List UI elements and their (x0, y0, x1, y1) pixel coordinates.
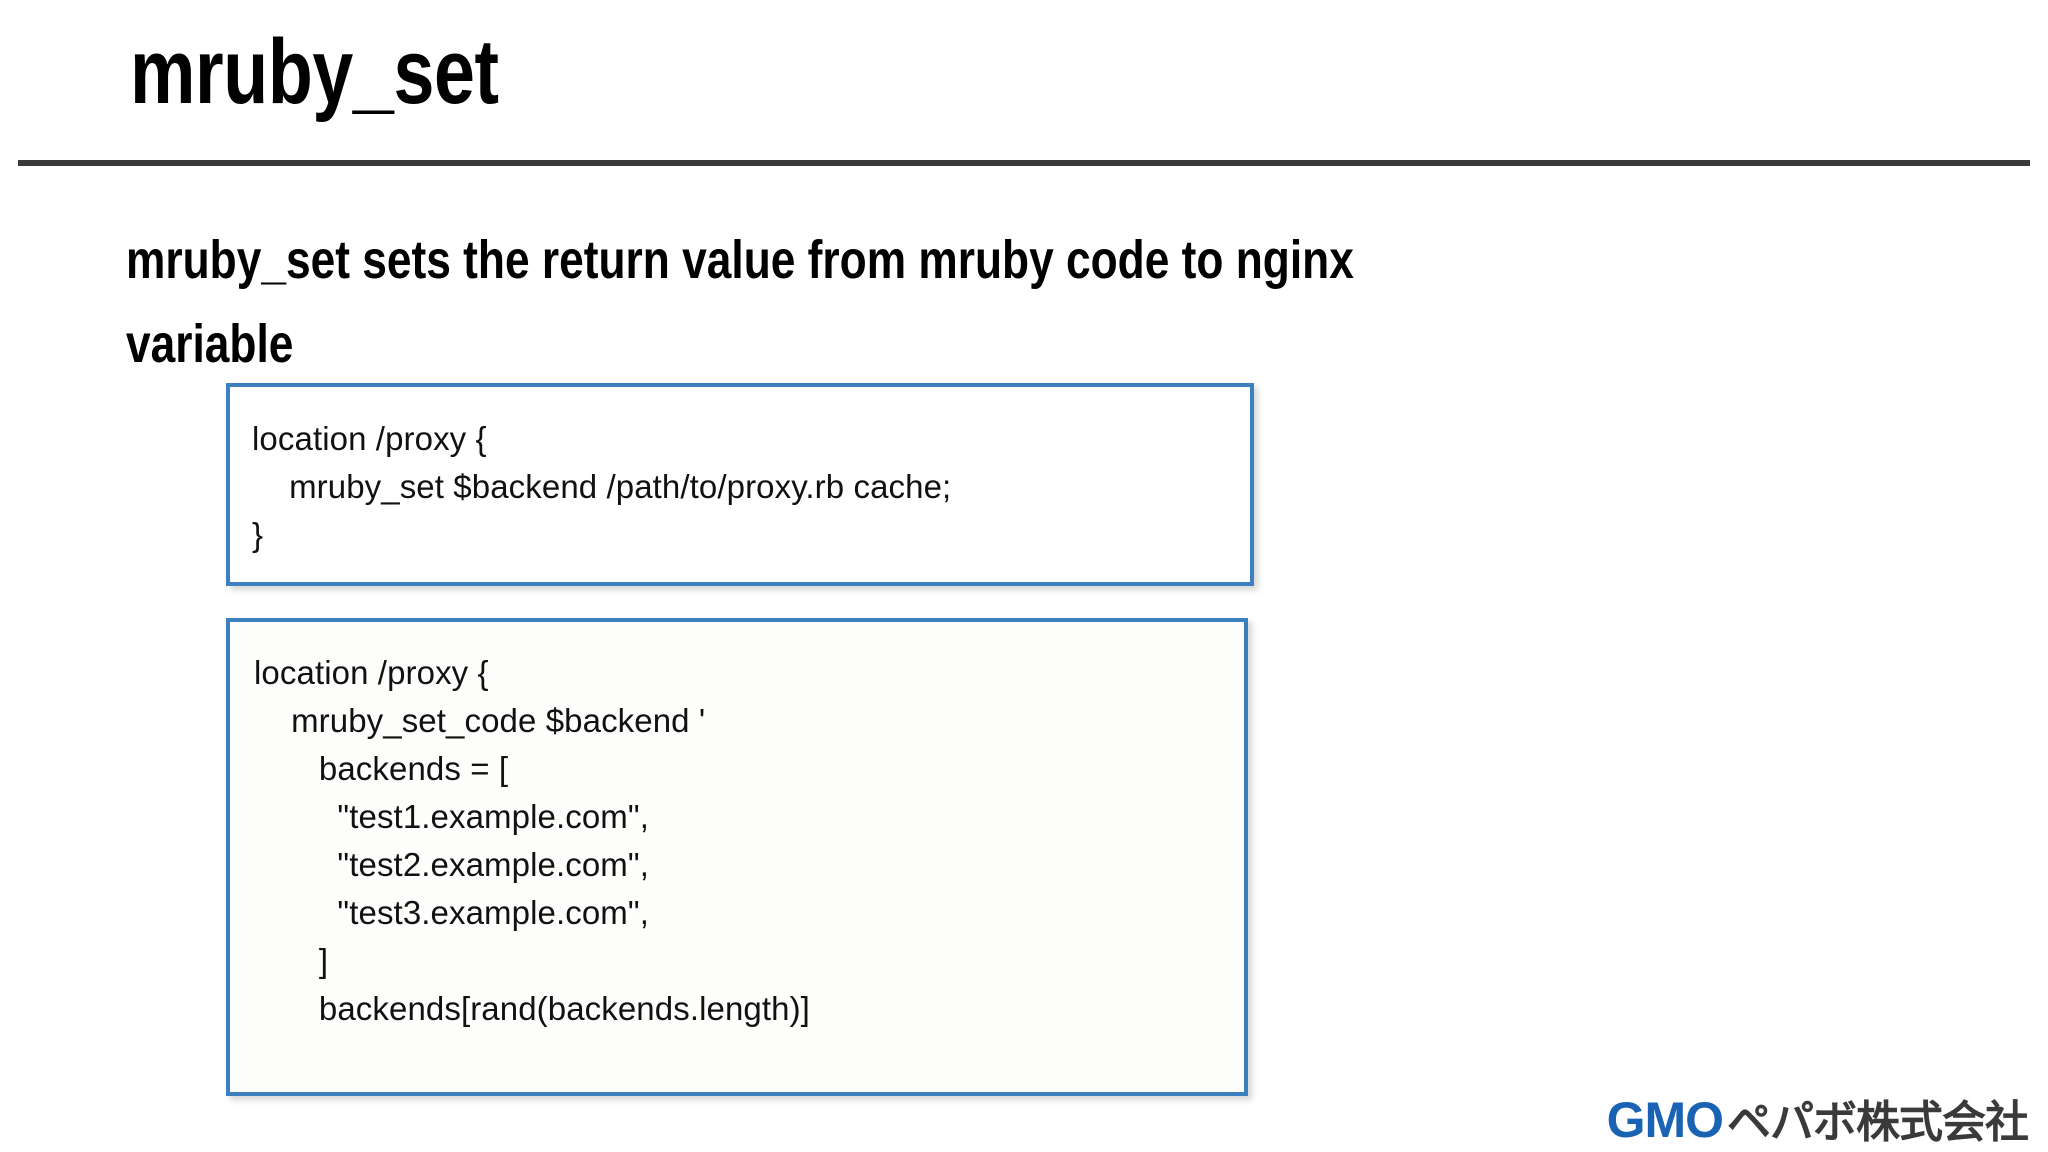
logo-pepabo-text: ペパボ株式会社 (1727, 1097, 2029, 1148)
subtitle: mruby_set sets the return value from mru… (126, 218, 1826, 386)
subtitle-line-2: variable (126, 314, 294, 374)
code-text: location /proxy { mruby_set_code $backen… (254, 654, 810, 1027)
code-block-mruby-set: location /proxy { mruby_set $backend /pa… (226, 383, 1254, 586)
subtitle-line-1: mruby_set sets the return value from mru… (126, 230, 1354, 290)
code-block-mruby-set-code: location /proxy { mruby_set_code $backen… (226, 618, 1248, 1096)
page-title: mruby_set (130, 21, 499, 123)
company-logo: GMO ペパボ株式会社 (1606, 1092, 2029, 1150)
logo-gmo-text: GMO (1606, 1092, 1724, 1148)
code-text: location /proxy { mruby_set $backend /pa… (252, 420, 952, 553)
title-divider (18, 160, 2030, 166)
